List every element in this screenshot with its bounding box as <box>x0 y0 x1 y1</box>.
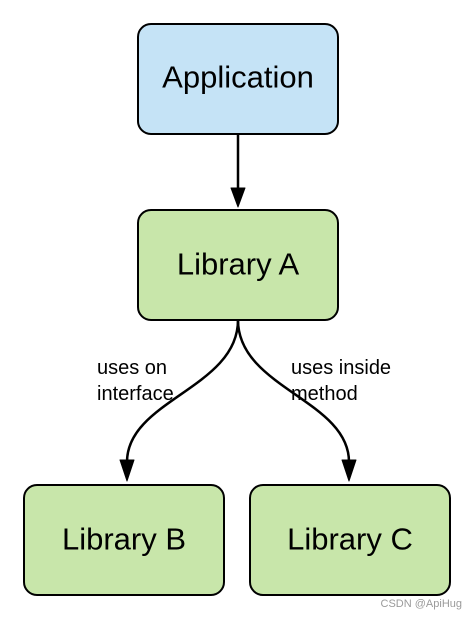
watermark-text: CSDN @ApiHug <box>381 598 462 610</box>
edge-application-to-library-a-arrowhead <box>230 187 246 208</box>
node-library-c-label: Library C <box>287 522 413 557</box>
node-library-a: Library A <box>137 209 339 321</box>
edge-library-a-to-library-c-arrowhead <box>341 459 357 482</box>
node-library-b-box <box>23 484 225 596</box>
node-library-a-label: Library A <box>177 247 300 282</box>
edge-library-a-to-library-b-curve <box>125 319 240 463</box>
node-library-b-label: Library B <box>62 522 186 557</box>
edge-label-uses-inside-method-line1: uses inside <box>291 357 391 379</box>
node-library-c-box <box>249 484 451 596</box>
node-application-label: Application <box>162 60 314 95</box>
edge-library-a-to-library-b-arrowhead <box>119 459 135 482</box>
edge-application-to-library-a <box>230 134 246 208</box>
node-library-b: Library B <box>23 484 225 596</box>
edge-label-uses-inside-method: uses inside method <box>291 357 391 405</box>
edge-label-uses-inside-method-line2: method <box>291 383 358 405</box>
edge-label-uses-on-interface-line2: interface <box>97 383 174 405</box>
edge-library-a-to-library-c <box>236 319 357 482</box>
edge-label-uses-on-interface-line1: uses on <box>97 357 167 379</box>
edge-library-a-to-library-c-curve <box>236 319 351 463</box>
edge-label-uses-on-interface: uses on interface <box>97 357 174 405</box>
node-application: Application <box>137 23 339 135</box>
edge-library-a-to-library-b <box>119 319 240 482</box>
node-library-c: Library C <box>249 484 451 596</box>
